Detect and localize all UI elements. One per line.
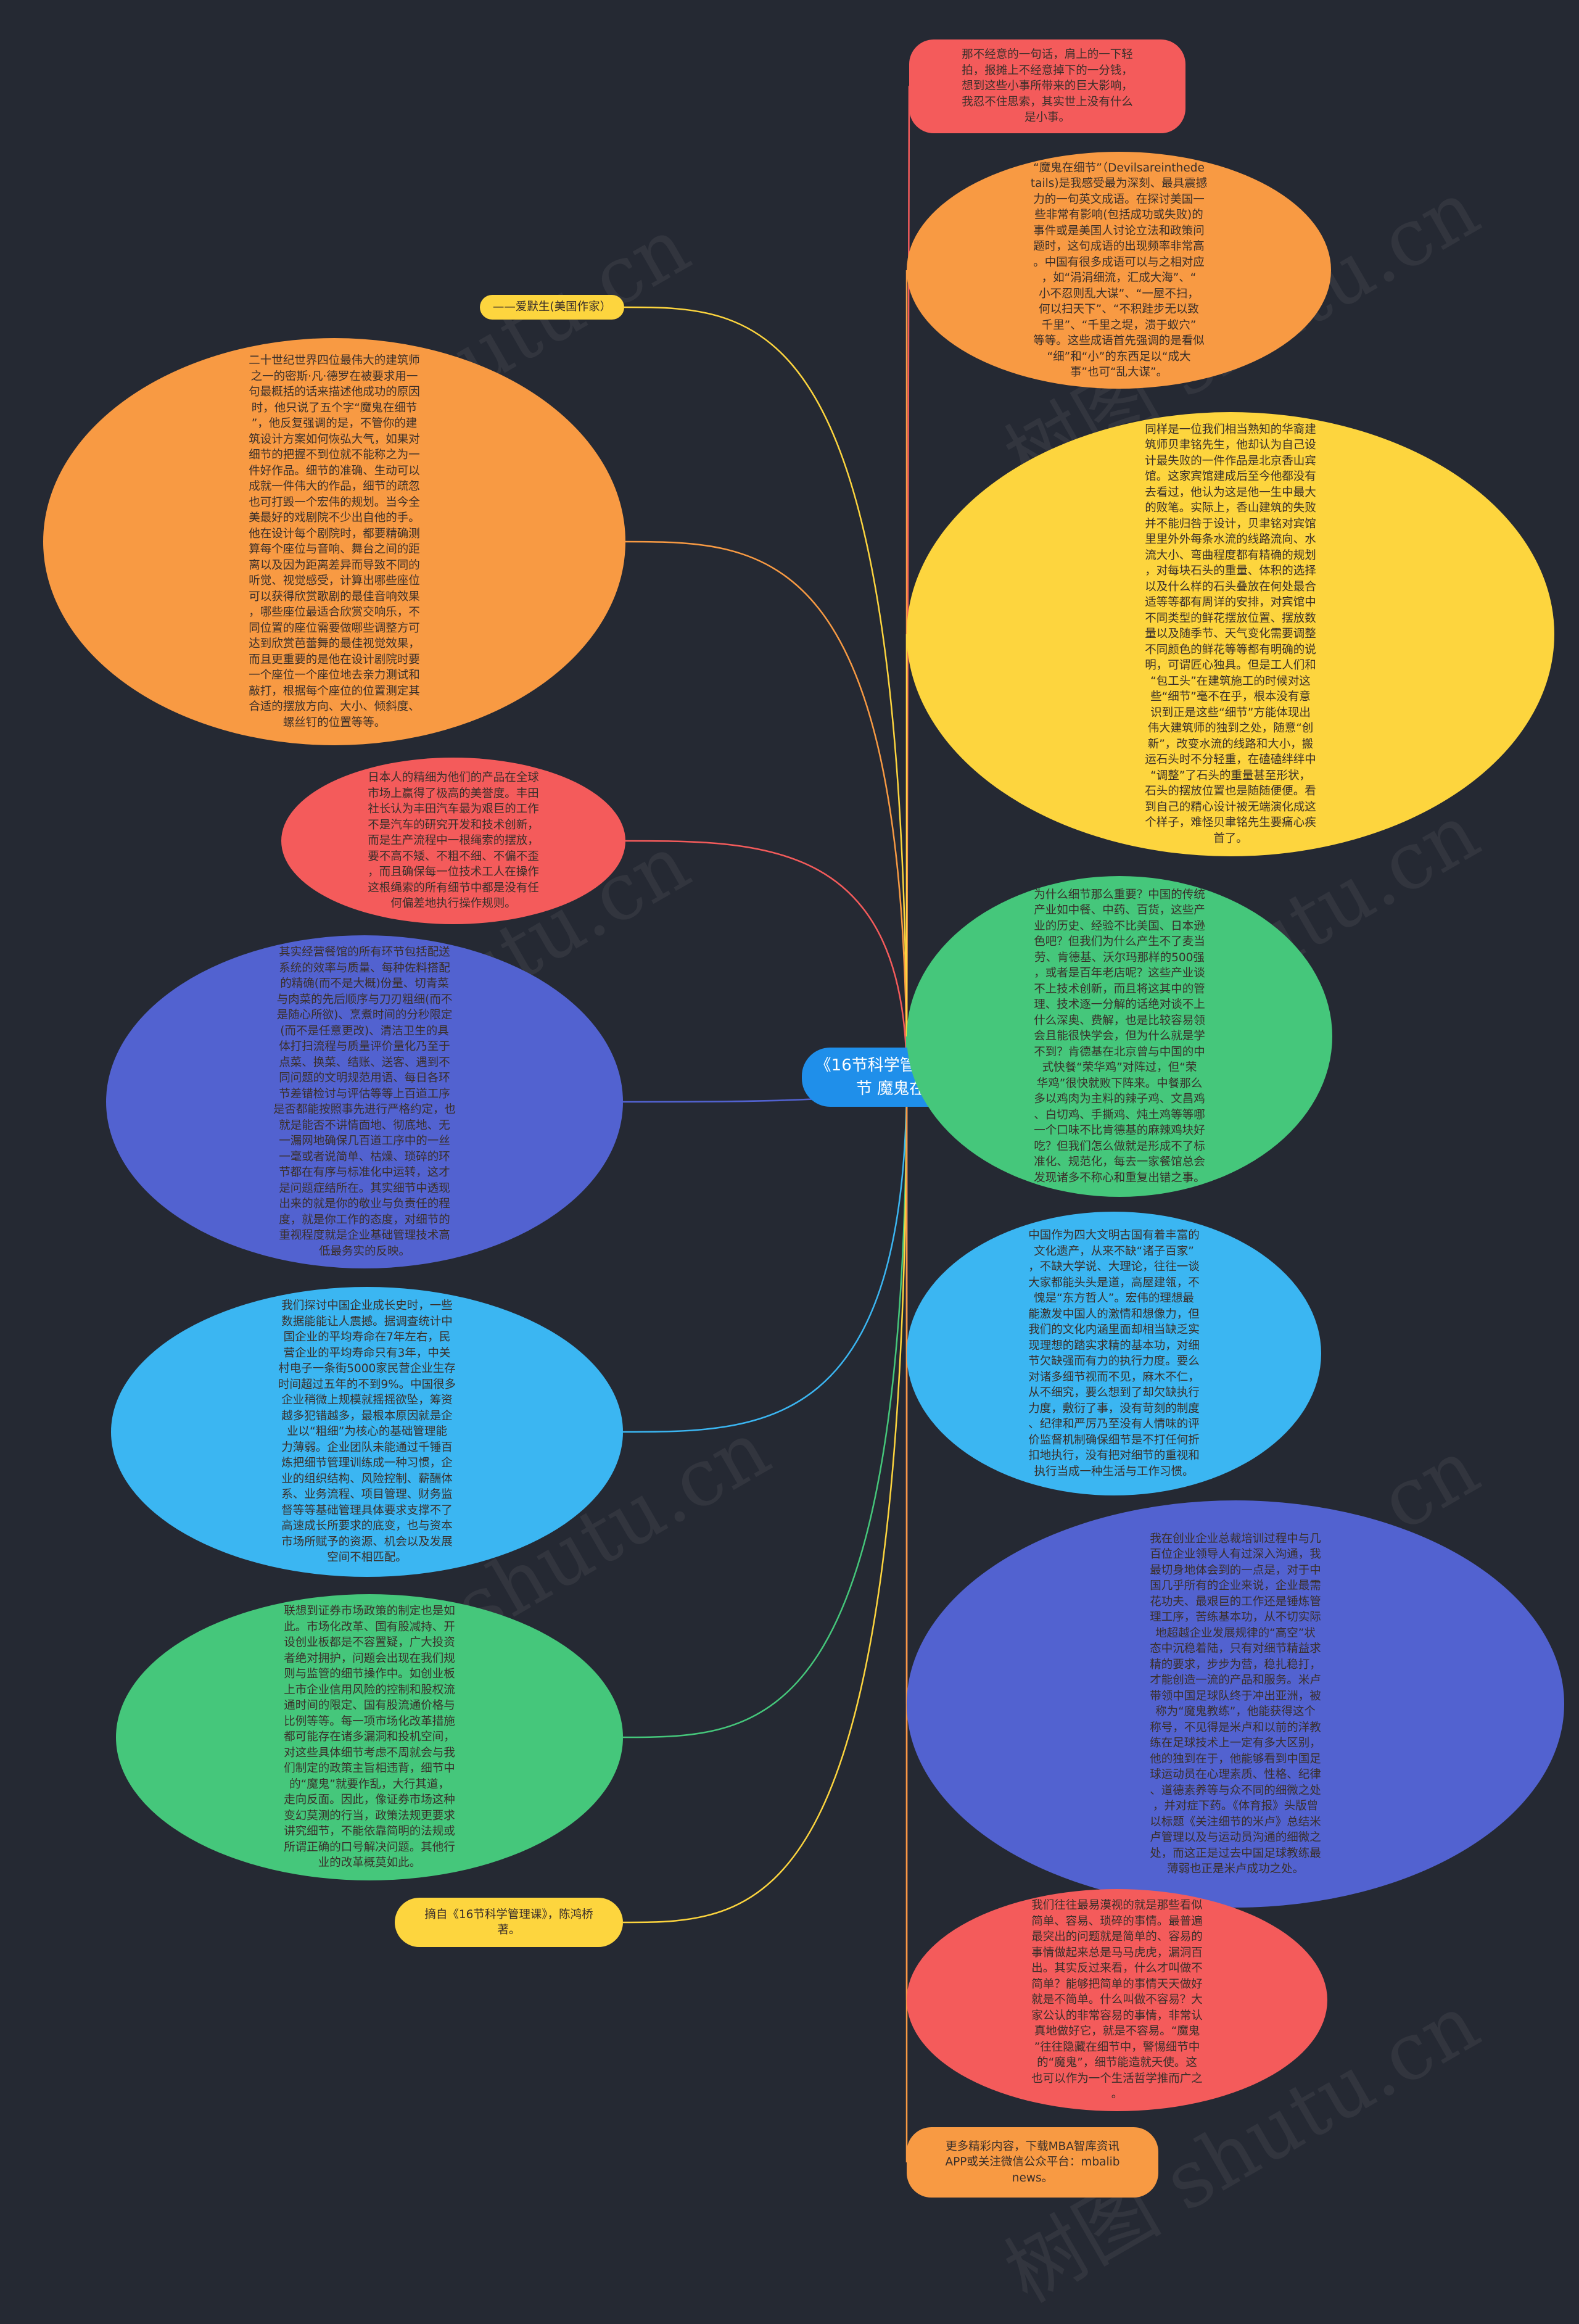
topic-node-text: 摘自《16节科学管理课》，陈鸿桥 著。 xyxy=(424,1908,593,1937)
topic-node[interactable]: 我们探讨中国企业成长史时，一些 数据能能让人震撼。据调查统计中 国企业的平均寿命… xyxy=(111,1287,623,1577)
connector-line xyxy=(624,306,908,1078)
connector-line xyxy=(625,840,908,1078)
topic-node[interactable]: ——爱默生(美国作家） xyxy=(480,295,624,320)
topic-node-text: 日本人的精细为他们的产品在全球 市场上赢得了极高的美誉度。丰田 社长认为丰田汽车… xyxy=(368,771,539,911)
topic-node-text: 同样是一位我们相当熟知的华裔建 筑师贝聿铭先生，他却认为自己设 计最失败的一件作… xyxy=(1145,423,1316,845)
topic-node[interactable]: 我在创业企业总裁培训过程中与几 百位企业领导人有过深入沟通，我 最切身地体会到的… xyxy=(907,1500,1564,1908)
topic-node[interactable]: 我们往往最易漠视的就是那些看似 简单、容易、琐碎的事情。最普遍 最突出的问题就是… xyxy=(907,1889,1327,2111)
topic-node-text: 我们探讨中国企业成长史时，一些 数据能能让人震撼。据调查统计中 国企业的平均寿命… xyxy=(278,1299,456,1565)
topic-node-text: 二十世纪世界四位最伟大的建筑师 之一的密斯·凡·德罗在被要求用一 句最概括的话来… xyxy=(249,354,420,729)
topic-node[interactable]: 日本人的精细为他们的产品在全球 市场上赢得了极高的美誉度。丰田 社长认为丰田汽车… xyxy=(281,758,625,924)
topic-node-text: 我们往往最易漠视的就是那些看似 简单、容易、琐碎的事情。最普遍 最突出的问题就是… xyxy=(1031,1899,1203,2101)
topic-node[interactable]: 二十世纪世界四位最伟大的建筑师 之一的密斯·凡·德罗在被要求用一 句最概括的话来… xyxy=(43,338,625,745)
topic-node-text: ——爱默生(美国作家） xyxy=(492,300,612,314)
topic-node[interactable]: 摘自《16节科学管理课》，陈鸿桥 著。 xyxy=(395,1898,623,1947)
topic-node[interactable]: 为什么细节那么重要？中国的传统 产业如中餐、中药、百货，这些产 业的历史、经验不… xyxy=(907,876,1332,1197)
topic-node[interactable]: 同样是一位我们相当熟知的华裔建 筑师贝聿铭先生，他却认为自己设 计最失败的一件作… xyxy=(907,412,1554,856)
topic-node-text: 那不经意的一句话，肩上的一下轻 拍，报摊上不经意掉下的一分钱， 想到这些小事所带… xyxy=(962,48,1133,125)
connector-line xyxy=(625,540,908,1078)
topic-node[interactable]: 更多精彩内容，下载MBA智库资讯 APP或关注微信公众平台：mbalib new… xyxy=(907,2127,1158,2198)
topic-node[interactable]: 中国作为四大文明古国有着丰富的 文化遗产，从来不缺“诸子百家” ，不缺大学说、大… xyxy=(907,1212,1321,1495)
topic-node-text: 我在创业企业总裁培训过程中与几 百位企业领导人有过深入沟通，我 最切身地体会到的… xyxy=(1150,1532,1321,1876)
topic-node-text: 为什么细节那么重要？中国的传统 产业如中餐、中药、百货，这些产 业的历史、经验不… xyxy=(1034,888,1205,1185)
topic-node-text: 中国作为四大文明古国有着丰富的 文化遗产，从来不缺“诸子百家” ，不缺大学说、大… xyxy=(1028,1229,1200,1478)
topic-node[interactable]: 联想到证券市场政策的制定也是如 此。市场化改革、国有股减持、开 设创业板都是不容… xyxy=(116,1594,623,1880)
topic-node-text: 更多精彩内容，下载MBA智库资讯 APP或关注微信公众平台：mbalib new… xyxy=(945,2140,1120,2185)
connector-line xyxy=(622,1077,908,1739)
topic-node[interactable]: 那不经意的一句话，肩上的一下轻 拍，报摊上不经意掉下的一分钱， 想到这些小事所带… xyxy=(909,39,1185,133)
topic-node-text: 联想到证券市场政策的制定也是如 此。市场化改革、国有股减持、开 设创业板都是不容… xyxy=(284,1605,455,1870)
topic-node[interactable]: “魔鬼在细节”（Devilsareinthede tails)是我感受最为深刻、… xyxy=(907,152,1331,389)
topic-node-text: “魔鬼在细节”（Devilsareinthede tails)是我感受最为深刻、… xyxy=(1030,161,1208,379)
connector-line xyxy=(622,1077,908,1433)
connector-line xyxy=(622,1077,908,1924)
topic-node[interactable]: 其实经营餐馆的所有环节包括配送 系统的效率与质量、每种佐料搭配 的精确(而不是大… xyxy=(106,935,623,1268)
topic-node-text: 其实经营餐馆的所有环节包括配送 系统的效率与质量、每种佐料搭配 的精确(而不是大… xyxy=(273,946,456,1258)
